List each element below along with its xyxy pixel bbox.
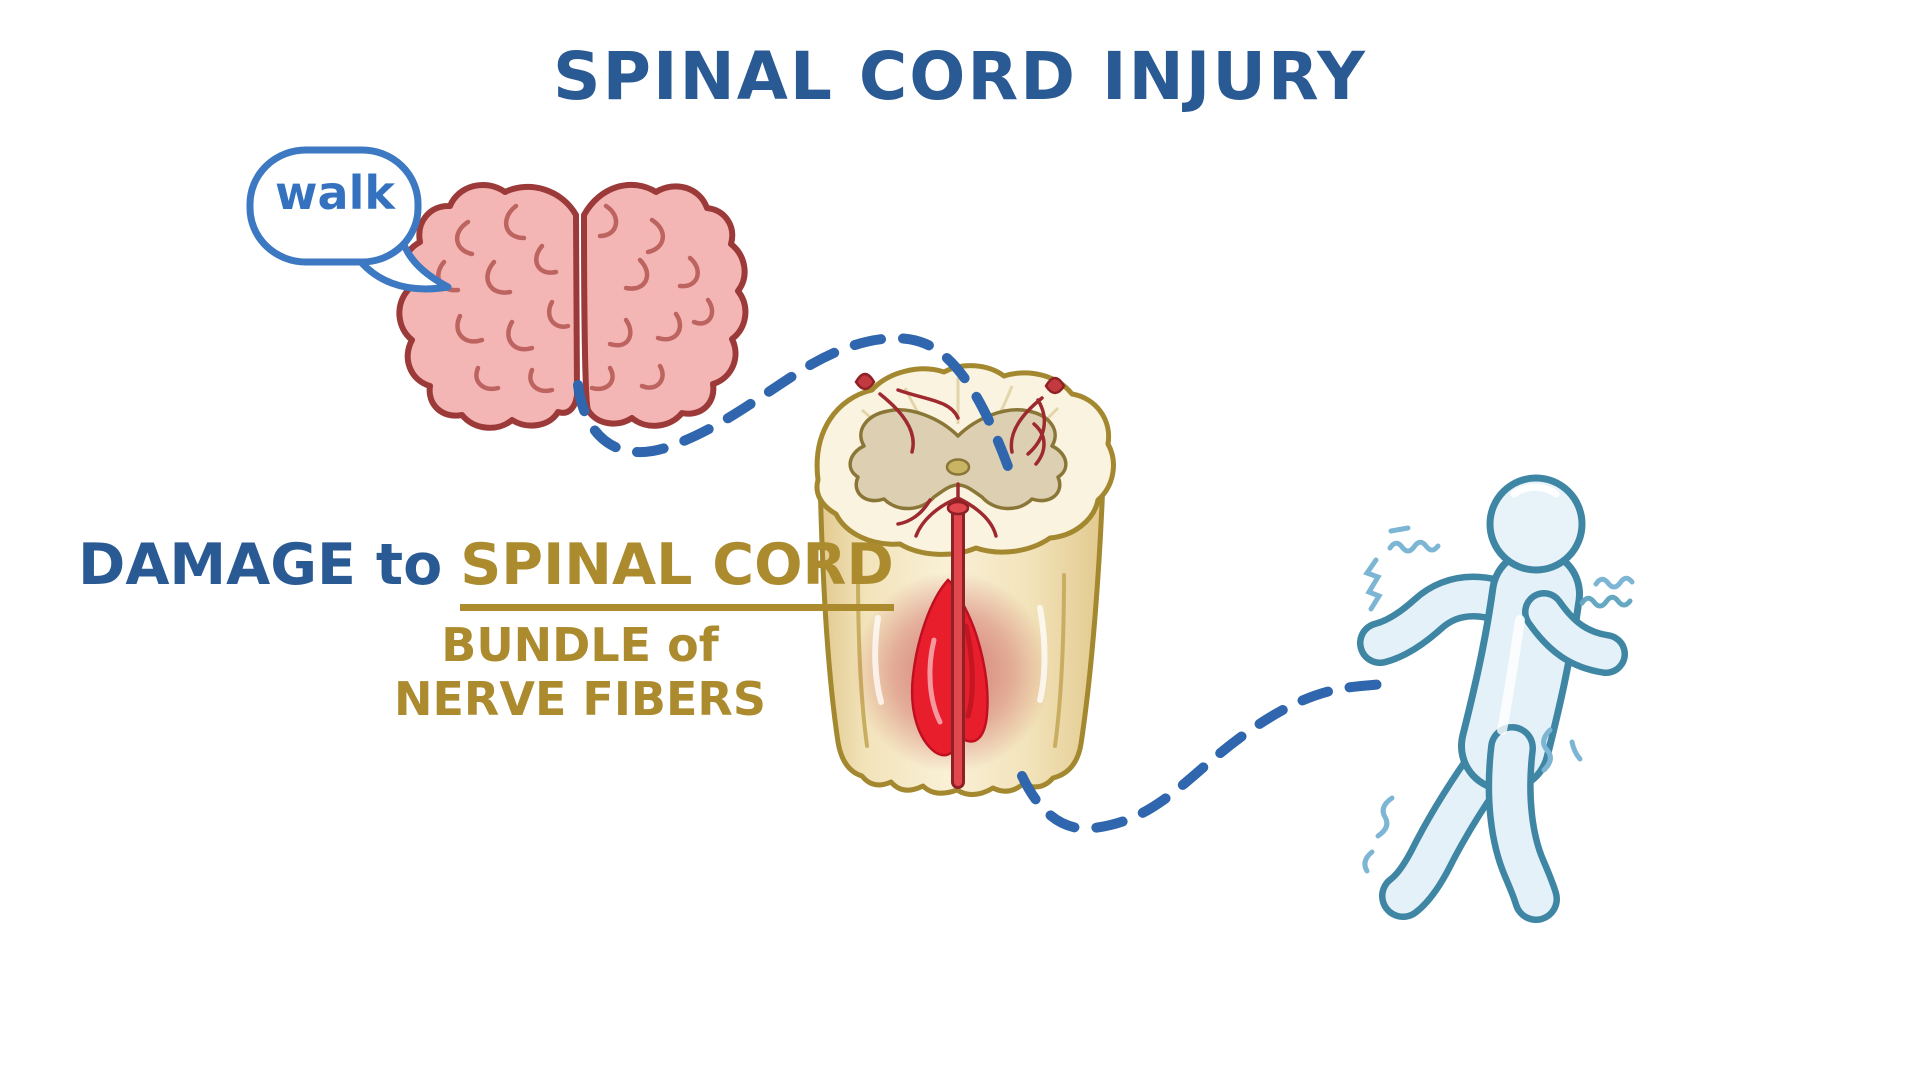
person-front-arm — [1528, 596, 1622, 670]
cord-gloss-right — [1037, 605, 1048, 703]
tremor-left-leg-zigzag — [1375, 795, 1395, 839]
caption-bundle-of: BUNDLE of — [441, 618, 719, 672]
tremor-left-arm-wave — [1387, 539, 1441, 554]
tremor-right-leg-dash — [1569, 739, 1583, 762]
page-title: SPINAL CORD INJURY — [553, 38, 1367, 115]
surface-vessels — [878, 388, 1047, 538]
cord-gloss-left — [872, 615, 884, 705]
caption-subtitle: BUNDLE of NERVE FIBERS — [375, 618, 785, 727]
central-canal — [945, 458, 971, 476]
tremor-right-leg-zigzag — [1541, 727, 1553, 773]
brain-gyri — [436, 203, 715, 394]
dashed-connector-brain-to-cord — [573, 333, 1015, 477]
person-figure — [1357, 474, 1628, 923]
tremor-left-leg-dash — [1362, 849, 1375, 874]
caption-line: DAMAGE to SPINAL CORD — [78, 532, 894, 611]
speech-bubble-body — [246, 146, 422, 266]
speech-bubble — [246, 146, 452, 293]
dashed-connector-cord-to-person — [1017, 679, 1389, 834]
lesion-shadow — [963, 623, 975, 719]
caption-nerve-fibers: NERVE FIBERS — [394, 672, 766, 727]
tremor-marks — [1362, 525, 1635, 874]
caption-damage-to: DAMAGE to — [78, 532, 443, 598]
person-front-leg — [1492, 730, 1554, 917]
artery-collar — [946, 500, 970, 516]
brain-right-hemisphere — [581, 181, 749, 429]
brain-left-hemisphere — [396, 181, 580, 431]
tremor-left-arm-dash — [1388, 525, 1411, 534]
person-torso-sheen — [1497, 615, 1525, 735]
vessel-loop-left — [854, 372, 876, 391]
tremor-right-shoulder-wave1 — [1579, 594, 1633, 609]
tremor-left-arm-zigzag — [1363, 557, 1383, 612]
lesion-highlight — [927, 637, 943, 725]
brain-illustration — [396, 181, 749, 431]
vessel-loop-right — [1044, 376, 1066, 395]
tremor-right-shoulder-wave2 — [1593, 575, 1635, 590]
spinal-cord-illustration — [814, 363, 1116, 797]
person-head — [1486, 474, 1586, 574]
caption-spinal-cord: SPINAL CORD — [460, 532, 894, 611]
person-head-highlight — [1510, 483, 1560, 498]
speech-bubble-text: walk — [275, 166, 395, 220]
